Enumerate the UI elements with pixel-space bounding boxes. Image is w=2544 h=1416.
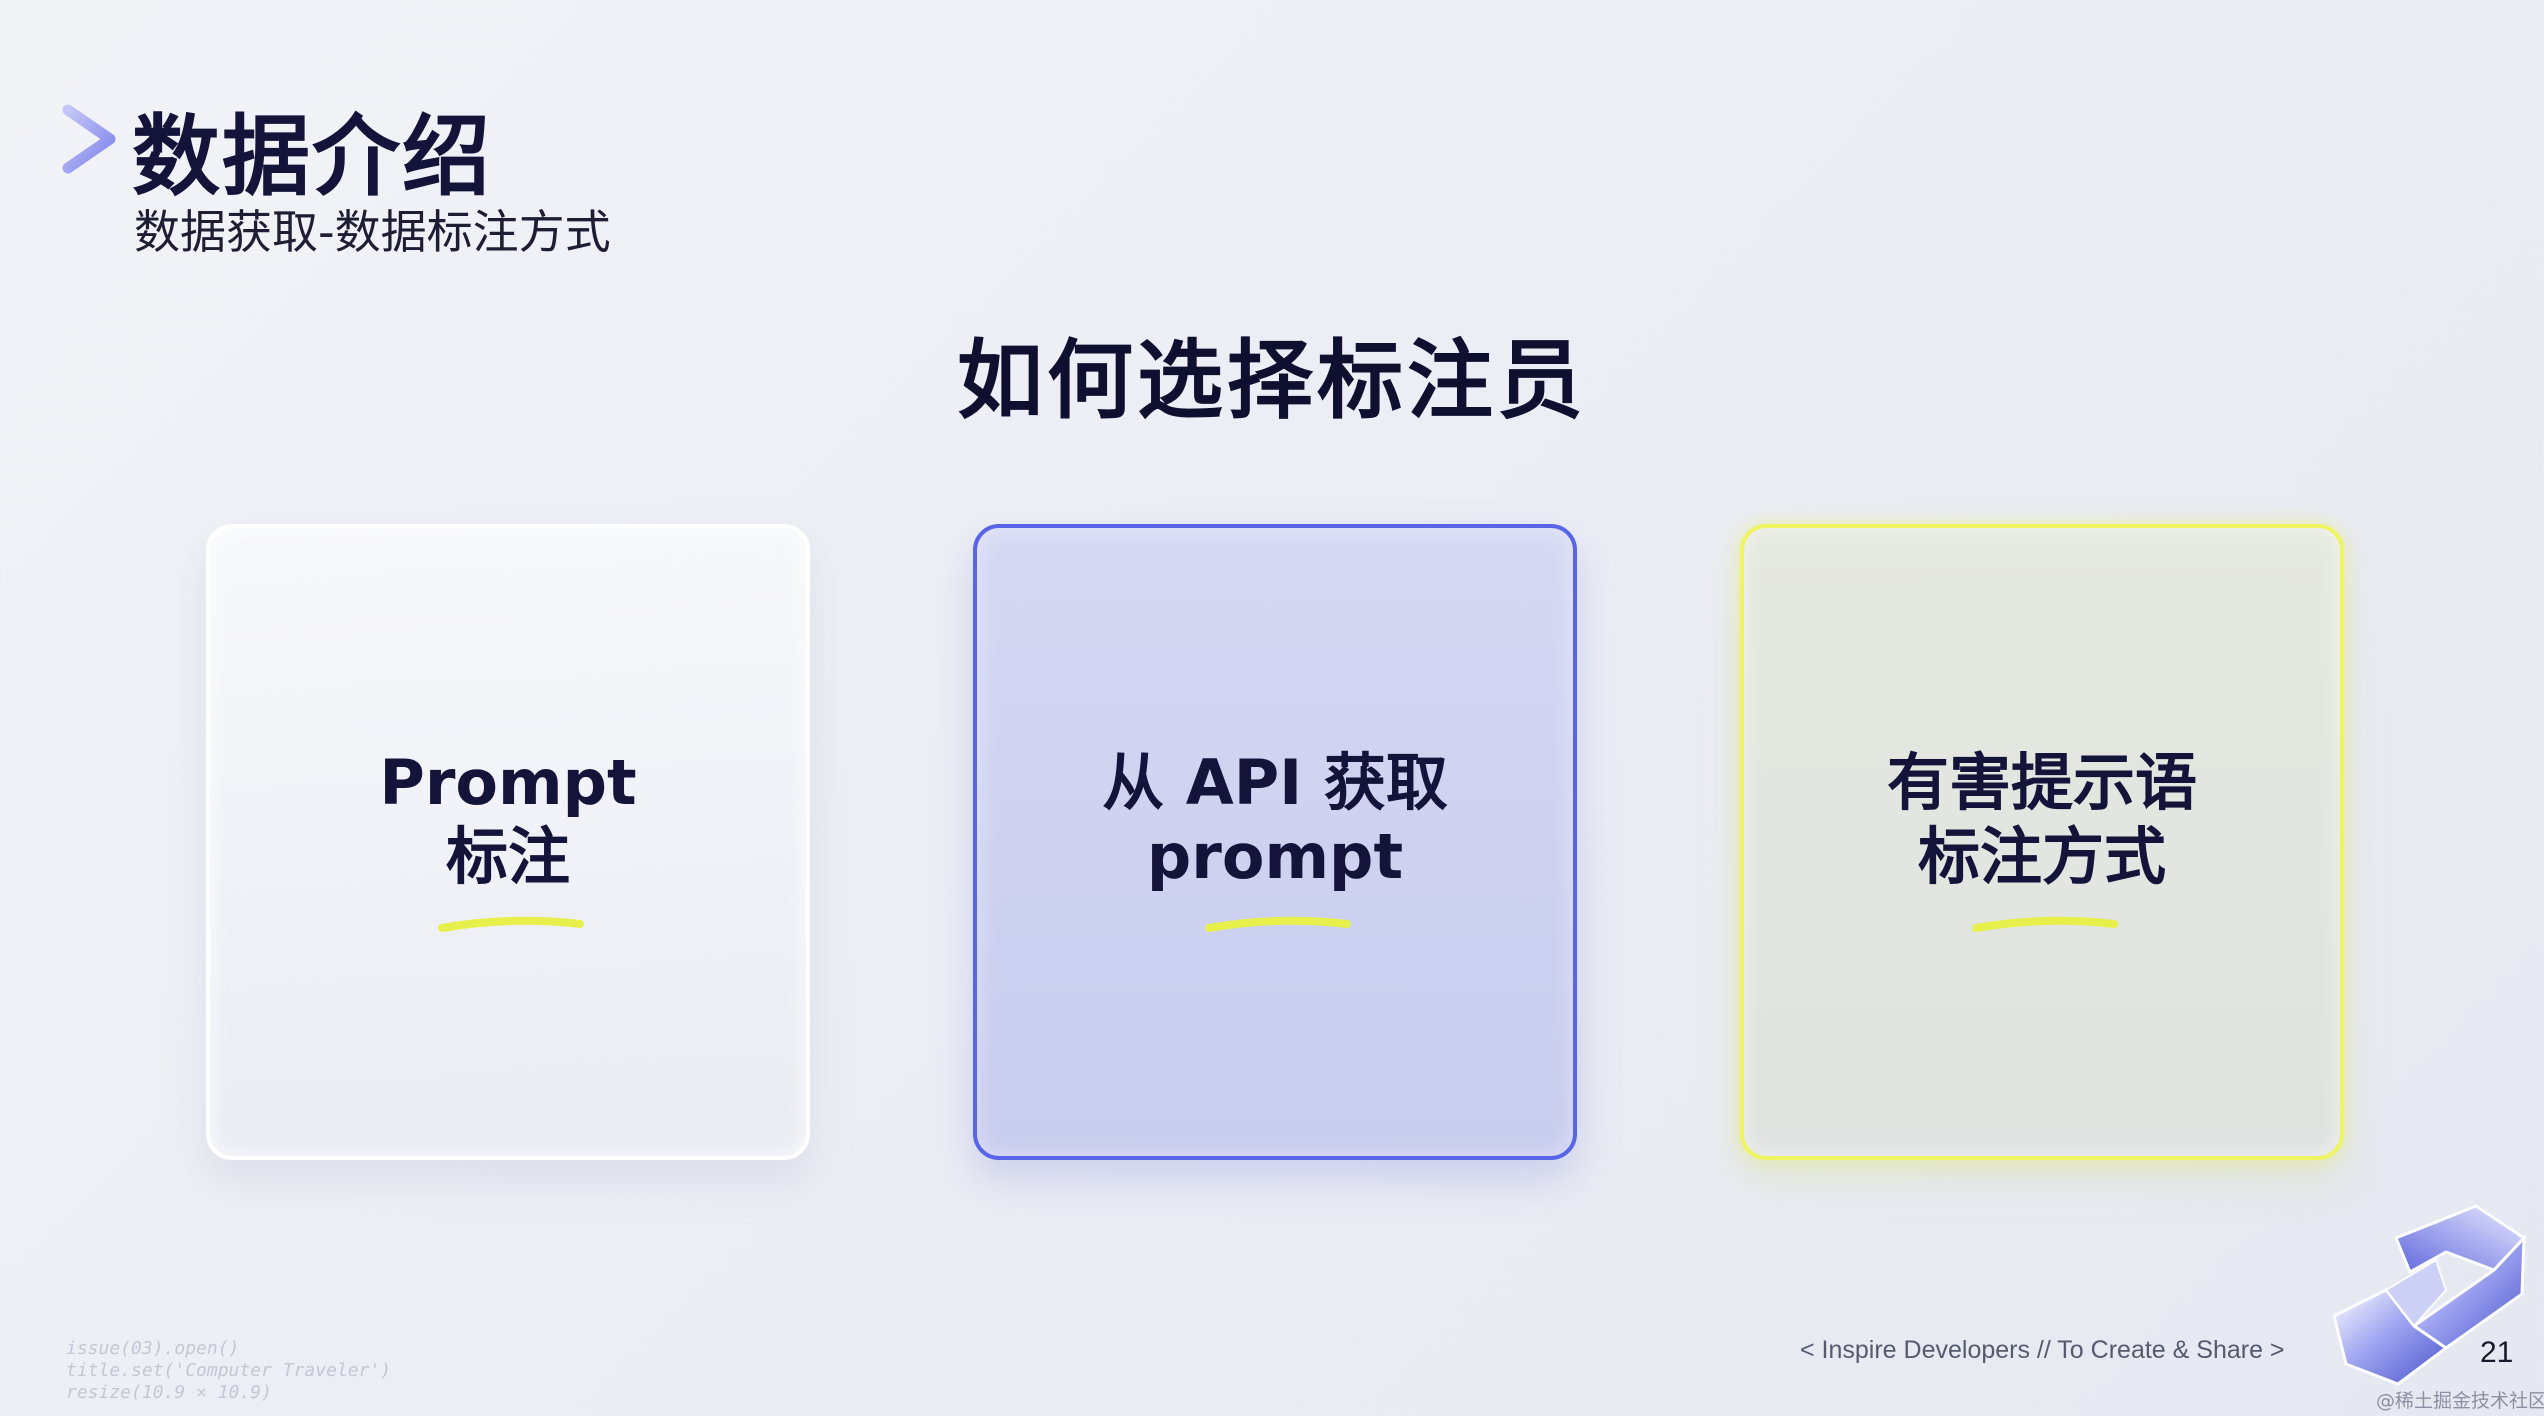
card-label: 有害提示语 标注方式 [1744,746,2340,894]
page-title: 数据介绍 [132,105,493,208]
card-label: 从 API 获取 prompt [977,746,1573,894]
card-label-line2: 标注方式 [1917,820,2166,893]
footer-slogan: < Inspire Developers // To Create & Shar… [1800,1336,2285,1364]
card-label: Prompt 标注 [210,746,806,894]
card-label-line1: 从 API 获取 [1102,746,1448,819]
card-label-line2: prompt [1146,820,1404,893]
chevron-right-icon [62,104,116,174]
page-subtitle: 数据获取-数据标注方式 [134,205,611,259]
code-line: issue(03).open() [66,1338,240,1359]
code-line: title.set('Computer Traveler') [66,1360,392,1381]
card-label-line1: 有害提示语 [1886,746,2197,819]
logo-icon [2332,1204,2526,1386]
section-heading: 如何选择标注员 [957,331,1587,431]
card-label-line2: 标注 [445,820,570,893]
code-line: resize(10.9 × 10.9) [66,1382,272,1403]
highlight-underline [1205,916,1351,932]
card-label-line1: Prompt [379,746,637,819]
highlight-underline [438,916,584,932]
card-api-prompt: 从 API 获取 prompt [973,524,1577,1160]
watermark: @稀土掘金技术社区 [2376,1390,2544,1412]
code-snippet: issue(03).open() title.set('Computer Tra… [66,1338,391,1404]
card-prompt-annotation: Prompt 标注 [206,524,810,1160]
card-harmful-prompt: 有害提示语 标注方式 [1740,524,2344,1160]
highlight-underline [1972,916,2118,932]
page-number: 21 [2480,1336,2514,1369]
